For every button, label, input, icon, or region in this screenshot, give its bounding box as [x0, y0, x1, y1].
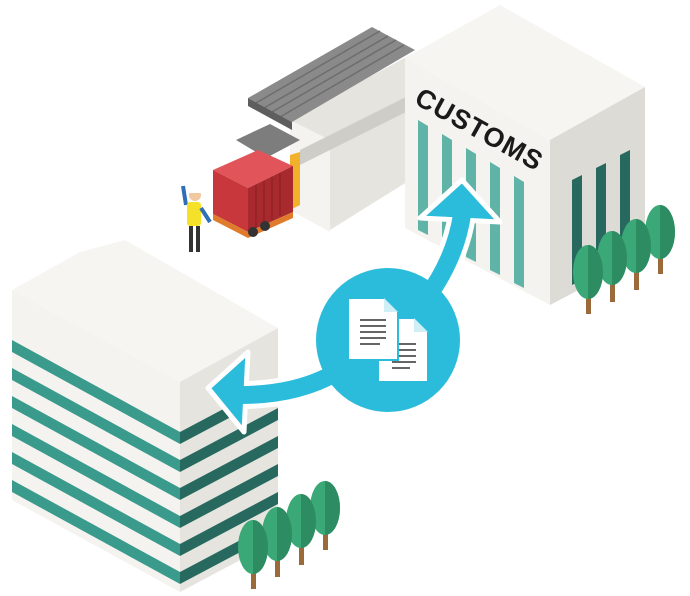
- trees-bottom: [238, 481, 340, 589]
- documents-icon: [347, 297, 429, 383]
- warehouse: [236, 27, 415, 232]
- truck: [213, 150, 300, 238]
- worker-figure: [181, 185, 212, 252]
- trees-right: [573, 205, 675, 314]
